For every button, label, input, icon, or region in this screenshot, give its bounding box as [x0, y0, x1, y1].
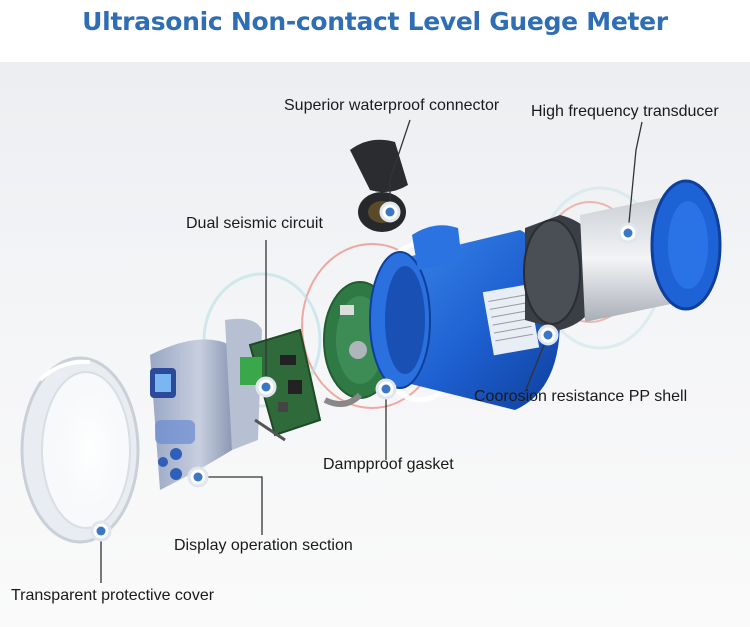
label-transducer: High frequency transducer: [531, 103, 719, 120]
marker-cover: [90, 520, 112, 542]
label-connector: Superior waterproof connector: [284, 97, 500, 114]
label-circuit: Dual seismic circuit: [186, 215, 323, 232]
label-display: Display operation section: [174, 537, 353, 554]
marker-circuit: [255, 376, 277, 398]
callout-markers: [90, 201, 639, 542]
display-section-illustration: [150, 318, 262, 490]
circuit-board-illustration: [240, 328, 322, 442]
pp-shell-illustration: [369, 225, 560, 410]
label-cover: Transparent protective cover: [11, 587, 215, 604]
marker-shell: [537, 324, 559, 346]
page-title: Ultrasonic Non-contact Level Guege Meter: [82, 7, 668, 36]
marker-gasket: [375, 378, 397, 400]
marker-connector: [379, 201, 401, 223]
label-shell: Coorosion resistance PP shell: [474, 388, 688, 405]
label-gasket: Dampproof gasket: [323, 456, 454, 473]
transparent-cover-illustration: [20, 356, 140, 544]
marker-transducer: [617, 222, 639, 244]
transducer-illustration: [523, 179, 722, 330]
marker-display: [187, 466, 209, 488]
